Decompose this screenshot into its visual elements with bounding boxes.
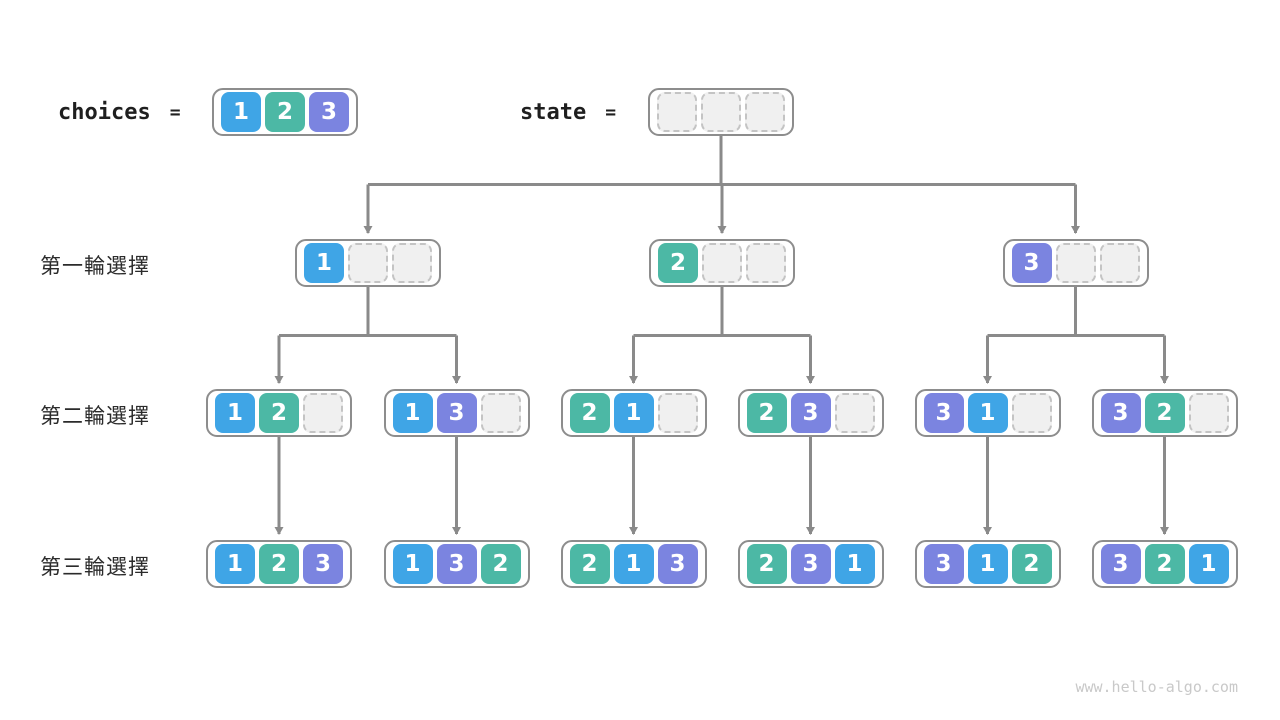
array-cell-empty [348, 243, 388, 283]
array-cell-empty [701, 92, 741, 132]
array-cell-3: 3 [303, 544, 343, 584]
array-cell-1: 1 [392, 393, 433, 433]
array-cell-2: 2 [1144, 393, 1185, 433]
watermark: www.hello-algo.com [1075, 678, 1238, 696]
array-cell-1: 1 [834, 544, 875, 584]
array-cell-3: 3 [790, 393, 831, 433]
array-cell-empty [1099, 243, 1140, 283]
array-cell-empty [745, 92, 785, 132]
array-cell-2: 2 [746, 393, 787, 433]
state-equals-sign: = [605, 101, 617, 123]
array-cell-2: 2 [1144, 544, 1185, 584]
choices-label: choices [58, 99, 151, 125]
array-cell-3: 3 [1100, 393, 1141, 433]
array-cell-2: 2 [1011, 544, 1052, 584]
array-cell-3: 3 [923, 393, 964, 433]
state-node-1: 1 [295, 239, 441, 287]
array-cell-1: 1 [392, 544, 433, 584]
array-cell-empty [702, 243, 742, 283]
state-group: state = [520, 88, 633, 136]
array-cell-1: 1 [967, 544, 1008, 584]
choices-equals-sign: = [169, 101, 181, 123]
array-cell-empty [746, 243, 786, 283]
array-cell-1: 1 [221, 92, 261, 132]
array-cell-2: 2 [259, 544, 299, 584]
state-node-2: 2 [649, 239, 795, 287]
state-label: state [520, 99, 587, 125]
array-cell-2: 2 [658, 243, 698, 283]
array-cell-3: 3 [1011, 243, 1052, 283]
array-cell-2: 2 [569, 544, 610, 584]
array-cell-empty [392, 243, 432, 283]
array-cell-empty [1188, 393, 1229, 433]
array-cell-2: 2 [480, 544, 521, 584]
round-label-3: 第三輪選擇 [40, 556, 150, 579]
array-cell-1: 1 [967, 393, 1008, 433]
array-cell-1: 1 [215, 544, 255, 584]
array-cell-3: 3 [923, 544, 964, 584]
array-cell-empty [834, 393, 875, 433]
state-array [648, 88, 794, 136]
array-cell-empty [1055, 243, 1096, 283]
round-label-2: 第二輪選擇 [40, 405, 150, 428]
array-cell-3: 3 [436, 393, 477, 433]
array-cell-3: 3 [657, 544, 698, 584]
array-cell-2: 2 [746, 544, 787, 584]
array-cell-1: 1 [1188, 544, 1229, 584]
array-cell-3: 3 [309, 92, 349, 132]
array-cell-2: 2 [259, 393, 299, 433]
round-label-1: 第一輪選擇 [40, 255, 150, 278]
array-cell-1: 1 [613, 544, 654, 584]
array-cell-2: 2 [265, 92, 305, 132]
array-cell-1: 1 [304, 243, 344, 283]
array-cell-3: 3 [1100, 544, 1141, 584]
array-cell-1: 1 [215, 393, 255, 433]
array-cell-3: 3 [790, 544, 831, 584]
array-cell-1: 1 [613, 393, 654, 433]
array-cell-empty [303, 393, 343, 433]
choices-group: choices = [58, 88, 198, 136]
array-cell-empty [657, 393, 698, 433]
array-cell-2: 2 [569, 393, 610, 433]
array-cell-3: 3 [436, 544, 477, 584]
array-cell-empty [657, 92, 697, 132]
array-cell-empty [480, 393, 521, 433]
array-cell-empty [1011, 393, 1052, 433]
state-node-3: 3 [1002, 239, 1149, 287]
